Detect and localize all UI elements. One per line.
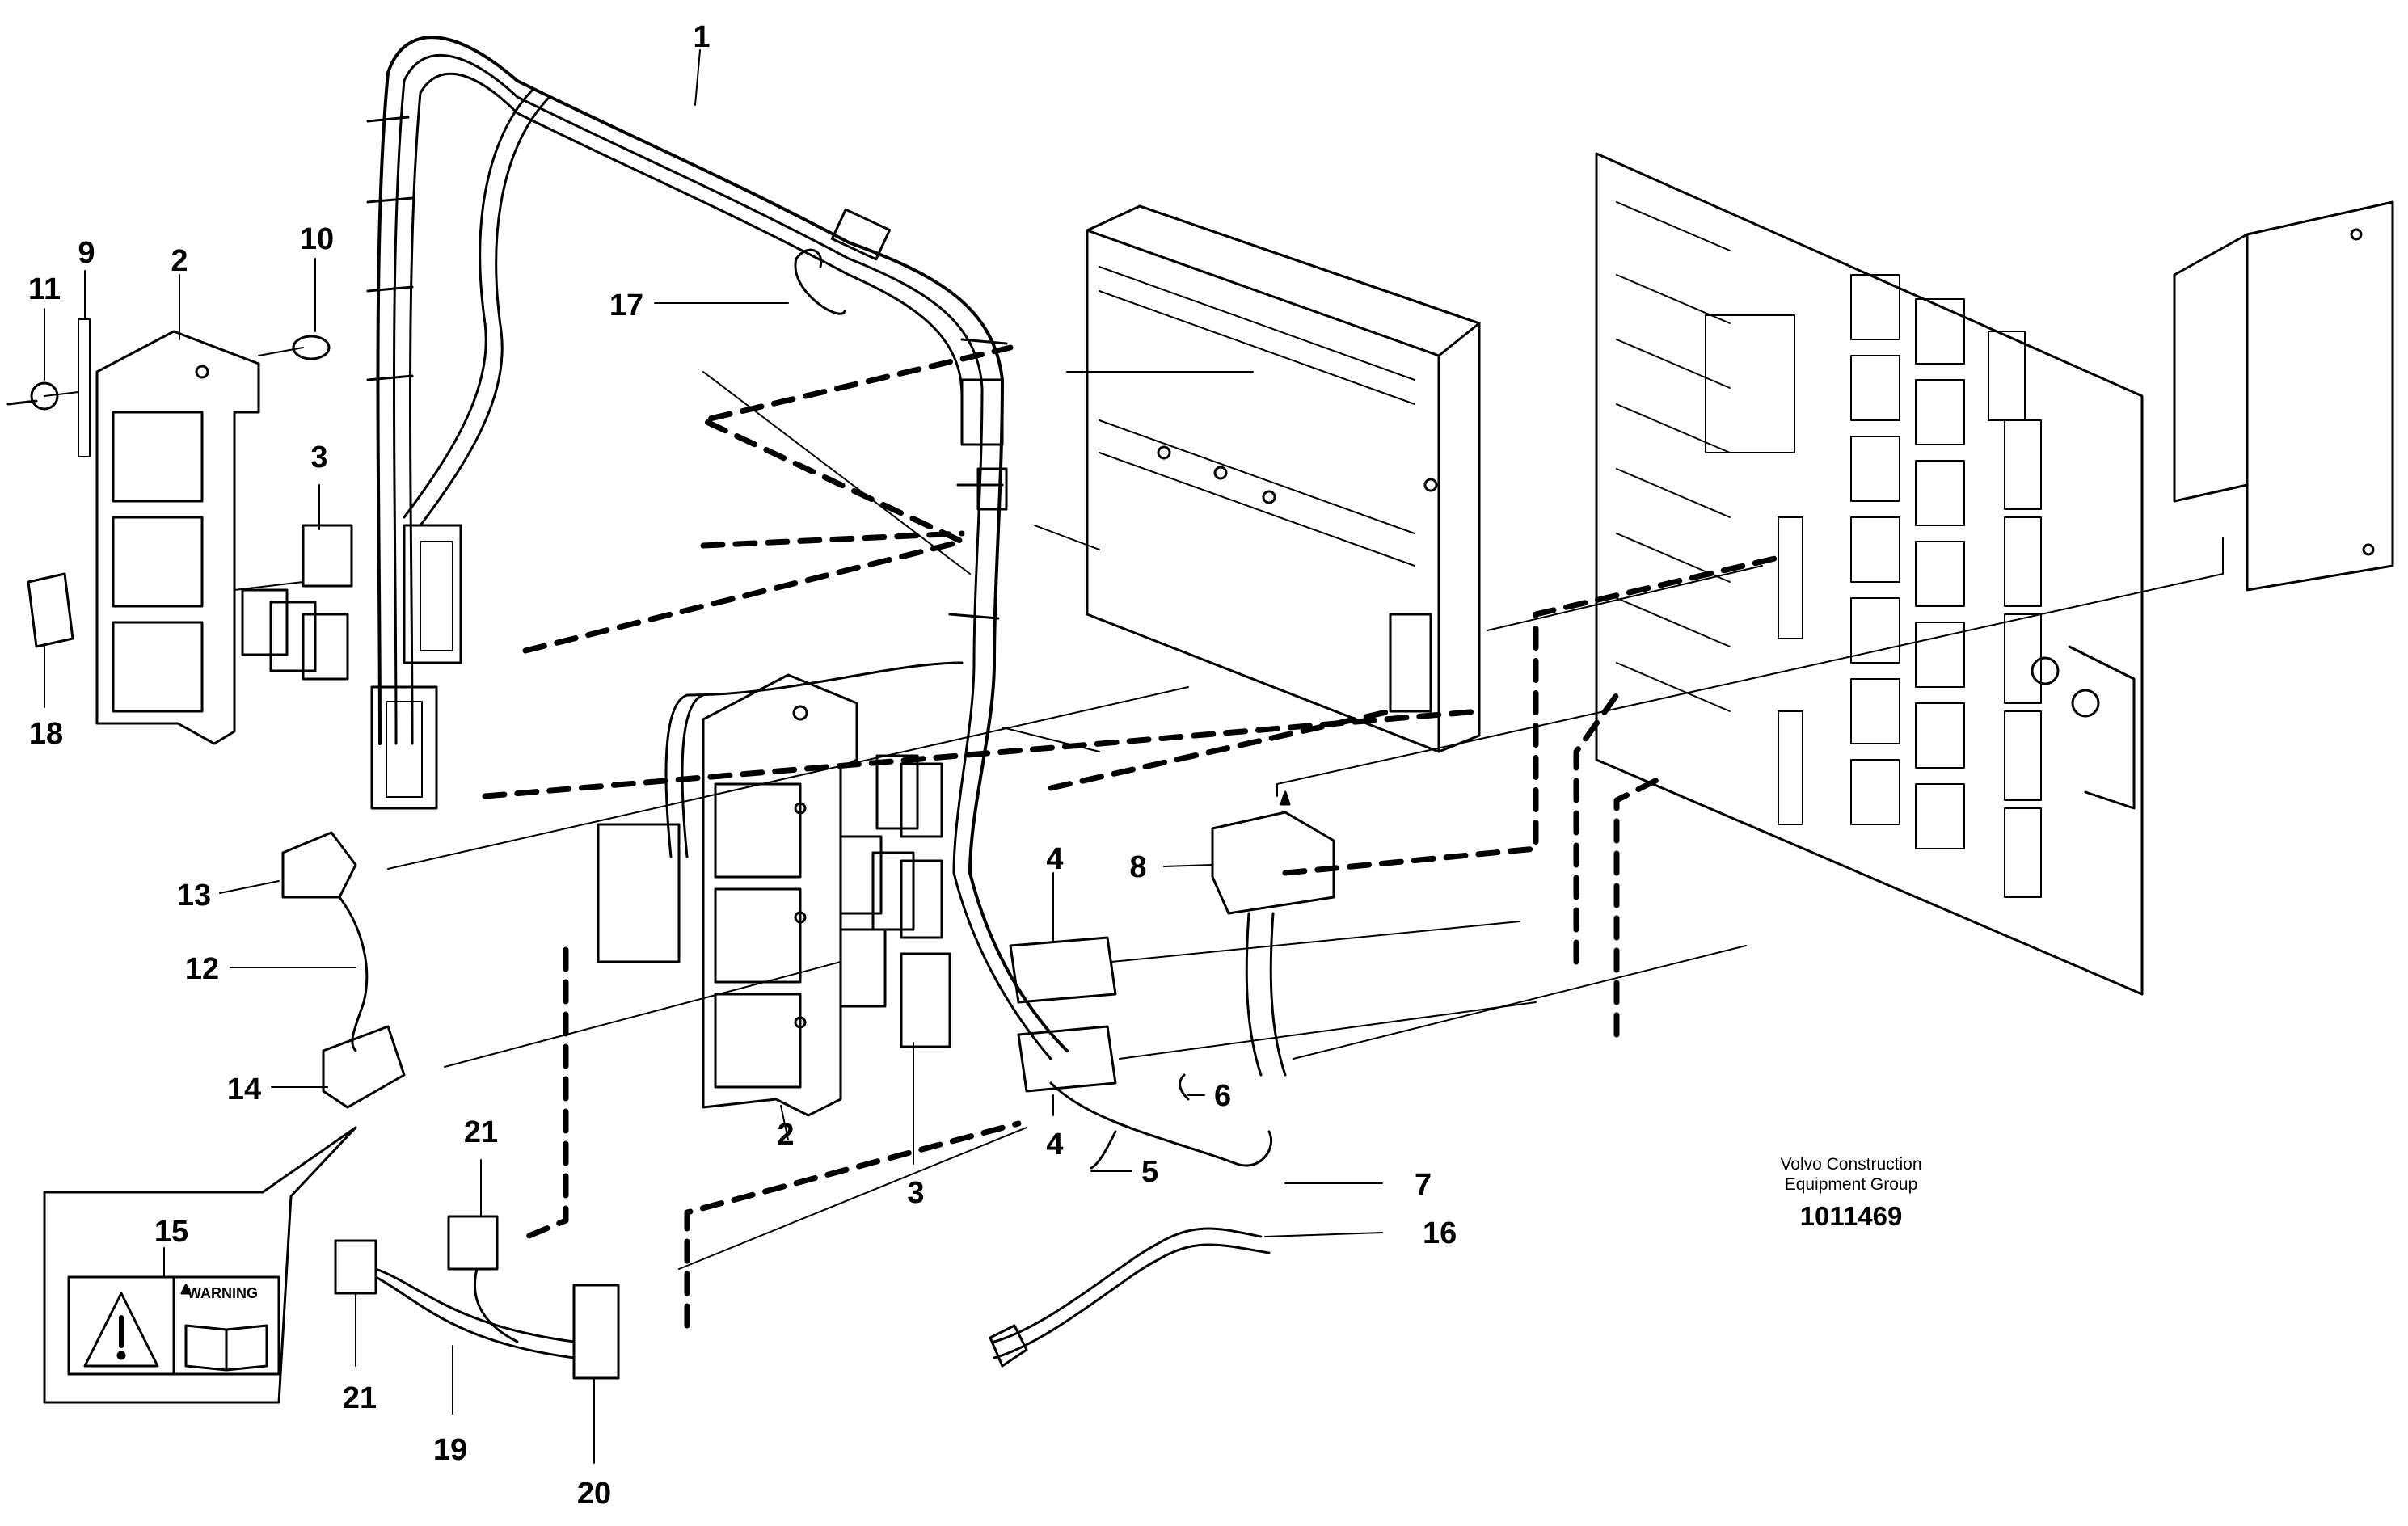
spacer-10 [292,335,331,360]
callout-14: 14 [227,1073,261,1107]
callout-21: 21 [464,1115,498,1149]
main-wiring-harness [241,36,1273,1170]
callout-17: 17 [609,289,643,322]
lead-16 [989,1227,1271,1368]
callout-15: 15 [154,1215,188,1249]
cover-plate [2173,200,2394,592]
callout-10: 10 [300,222,334,256]
warning-decal-15 [43,1126,357,1404]
callout-8: 8 [1129,850,1146,884]
callout-2: 2 [777,1118,794,1152]
callout-13: 13 [177,879,211,913]
callout-6: 6 [1214,1079,1231,1113]
caution-triangle-icon [83,1292,159,1368]
callout-11: 11 [28,272,61,306]
lead-12 [281,831,406,1109]
callout-3: 3 [310,441,327,474]
company-name-line-2: Equipment Group [1784,1175,1918,1194]
callout-20: 20 [577,1477,611,1511]
warning-word: WARNING [188,1285,258,1301]
callout-2: 2 [171,244,188,278]
connector-18 [27,572,74,648]
callout-9: 9 [78,236,95,270]
nut-11 [30,382,59,411]
callout-12: 12 [185,952,219,986]
company-name-line-1: Volvo Construction [1780,1155,1922,1174]
connector-8 [1211,790,1335,1077]
callout-4: 4 [1046,1128,1063,1161]
drawing-number: 1011469 [1799,1201,1903,1231]
drawing-caption: Volvo Construction Equipment Group 10114… [1706,1154,1997,1232]
bracket-upper [95,330,260,745]
callout-21: 21 [343,1381,377,1415]
callout-1: 1 [693,20,710,54]
relay-circuit-board [1595,152,2144,996]
callout-18: 18 [29,717,63,751]
harness-19 [334,1215,620,1380]
control-unit-box [1086,204,1481,753]
callout-3: 3 [907,1176,924,1210]
callout-19: 19 [433,1433,467,1467]
callout-7: 7 [1415,1168,1432,1202]
callout-5: 5 [1141,1155,1158,1189]
callout-4: 4 [1046,842,1063,876]
callout-16: 16 [1423,1216,1457,1250]
